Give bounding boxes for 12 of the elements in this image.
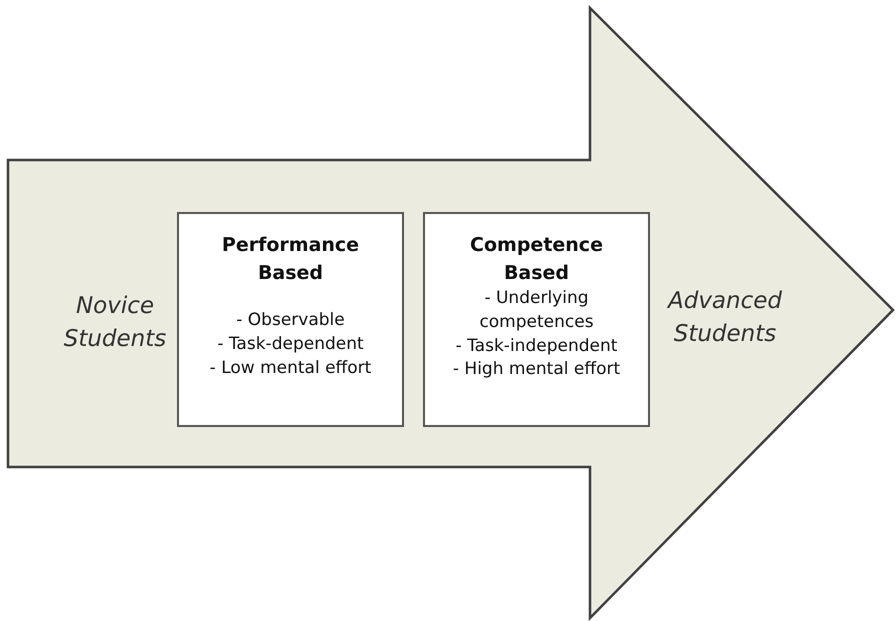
category-box <box>423 212 650 427</box>
start-label: Novice Students <box>62 292 168 354</box>
box-title: Competence Based <box>469 233 604 286</box>
category-box <box>177 212 404 427</box>
bullet-item: - Task-dependent <box>216 332 365 356</box>
bullet-item: - Observable <box>235 309 346 332</box>
bullet-item: - Low mental effort <box>208 356 372 380</box>
end-label: Advanced Students <box>666 287 783 350</box>
bullet-item: - High mental effort <box>452 358 622 382</box>
box-title: Performance Based <box>220 233 360 286</box>
bullet-item: - Task-independent <box>454 334 618 358</box>
bullet-item: - Underlying competences <box>478 287 595 334</box>
